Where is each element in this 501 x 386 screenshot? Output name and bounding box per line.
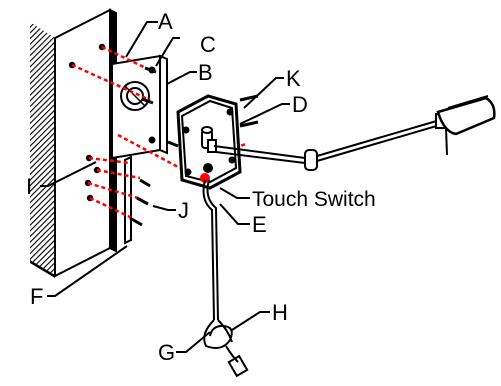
screws	[129, 66, 259, 227]
lamp-shade	[436, 95, 496, 156]
label-i: I	[26, 174, 32, 199]
label-b: B	[198, 60, 213, 85]
label-g: G	[158, 340, 175, 365]
bracket-c	[111, 54, 168, 160]
label-e: E	[252, 212, 267, 237]
label-k: K	[286, 66, 301, 91]
labels: A C B K D Touch Switch E I J F G H	[26, 9, 376, 365]
power-cord	[202, 179, 249, 378]
lamp-arm	[213, 113, 447, 171]
strap-f	[124, 155, 132, 245]
label-h: H	[272, 300, 288, 325]
canopy-plate-d	[176, 94, 242, 190]
wall-hatching	[30, 22, 55, 278]
label-d: D	[292, 92, 308, 117]
wall-plate	[54, 8, 117, 278]
leader-lines	[40, 21, 290, 353]
label-a: A	[158, 9, 173, 34]
label-touch-switch: Touch Switch	[252, 188, 376, 211]
label-c: C	[200, 32, 216, 57]
label-f: F	[30, 284, 43, 309]
label-j: J	[178, 198, 189, 223]
